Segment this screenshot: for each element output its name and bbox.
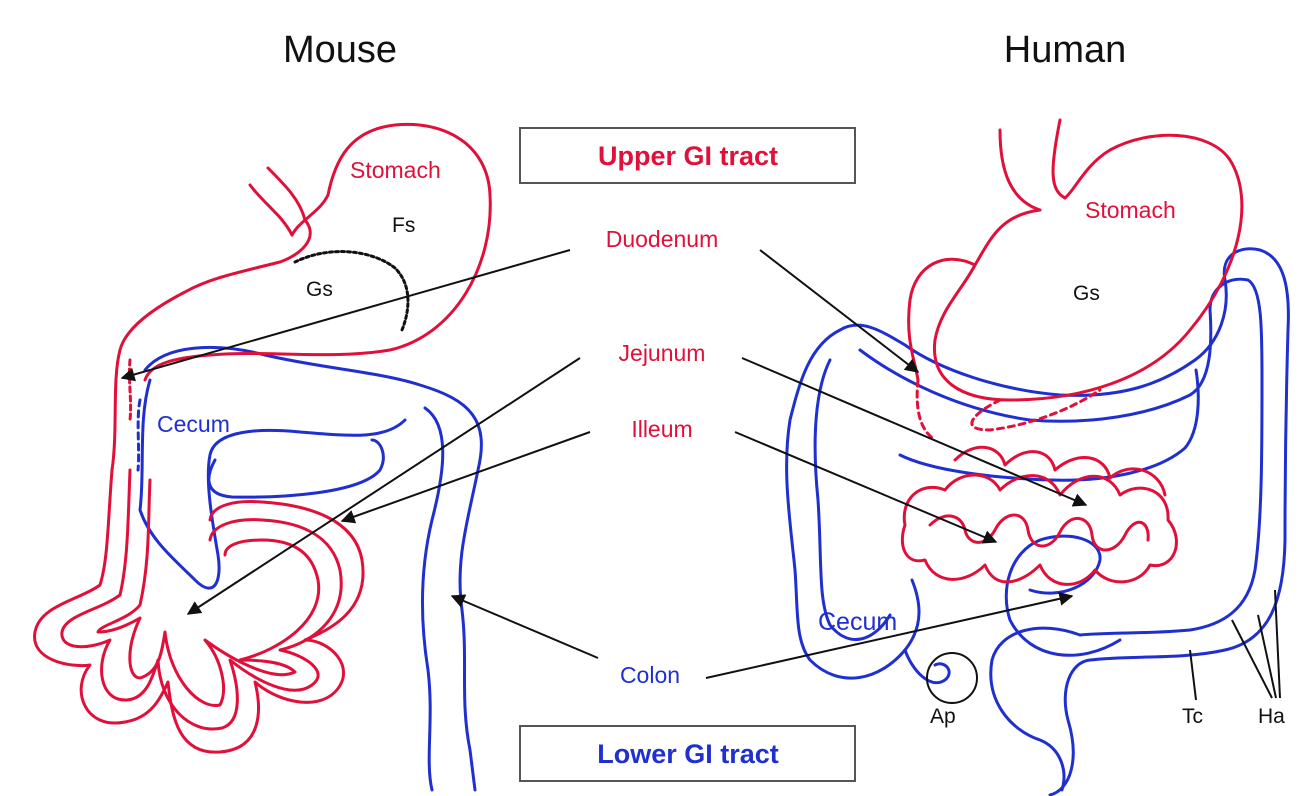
human-title: Human: [1004, 29, 1127, 71]
human-cecum-label: Cecum: [818, 608, 897, 636]
mouse-small-intestine-inner: [98, 480, 319, 706]
mouse-fs-label: Fs: [392, 214, 415, 237]
jejunum-label: Jejunum: [619, 340, 706, 366]
jejunum-arrow-mouse: [188, 358, 580, 614]
human-transverse-inner: [900, 370, 1198, 480]
duodenum-label: Duodenum: [606, 226, 719, 252]
human-appendix-circle: [927, 653, 977, 703]
human-small-intestine-coils: [930, 515, 1148, 550]
human-gs-label: Gs: [1073, 282, 1100, 305]
mouse-cecum-dash: [138, 400, 140, 470]
mouse-stomach-label: Stomach: [350, 157, 441, 183]
lower-gi-label: Lower GI tract: [597, 739, 779, 769]
human-ap-label: Ap: [930, 705, 956, 728]
mouse-upper-gi: [35, 124, 491, 752]
human-lower-gi: [787, 249, 1289, 795]
upper-gi-label: Upper GI tract: [598, 141, 778, 171]
duodenum-arrow-mouse: [122, 250, 570, 378]
duodenum-arrow-human: [760, 250, 918, 372]
human-ha-label: Ha: [1258, 705, 1285, 728]
human-tc-label: Tc: [1182, 705, 1203, 728]
human-upper-gi: [902, 120, 1242, 584]
pointer-arrows: [122, 250, 1086, 678]
colon-arrow-mouse: [452, 596, 598, 658]
human-colon-outer: [787, 249, 1289, 795]
mouse-cecum-inner: [209, 440, 383, 497]
mouse-colon-inner: [422, 408, 442, 790]
ileum-label: Illeum: [631, 416, 692, 442]
lower-gi-box: Lower GI tract: [520, 726, 855, 781]
colon-label: Colon: [620, 662, 680, 688]
mouse-title: Mouse: [283, 29, 397, 71]
mouse-cecum-label: Cecum: [157, 411, 230, 437]
ileum-arrow-human: [735, 432, 996, 542]
mouse-small-intestine-mid: [62, 470, 341, 729]
human-stomach-label: Stomach: [1085, 197, 1176, 223]
human-lower-loop: [1006, 536, 1120, 655]
mouse-gs-label: Gs: [306, 278, 333, 301]
human-duodenum-dash: [917, 380, 1100, 440]
human-small-intestine: [902, 475, 1176, 584]
mouse-esophagus: [250, 168, 305, 235]
tc-pointer: [1190, 650, 1196, 700]
human-esophagus: [1000, 120, 1065, 210]
jejunum-arrow-human: [742, 358, 1086, 505]
mouse-duodenum-dash: [129, 360, 130, 420]
upper-gi-box: Upper GI tract: [520, 128, 855, 183]
